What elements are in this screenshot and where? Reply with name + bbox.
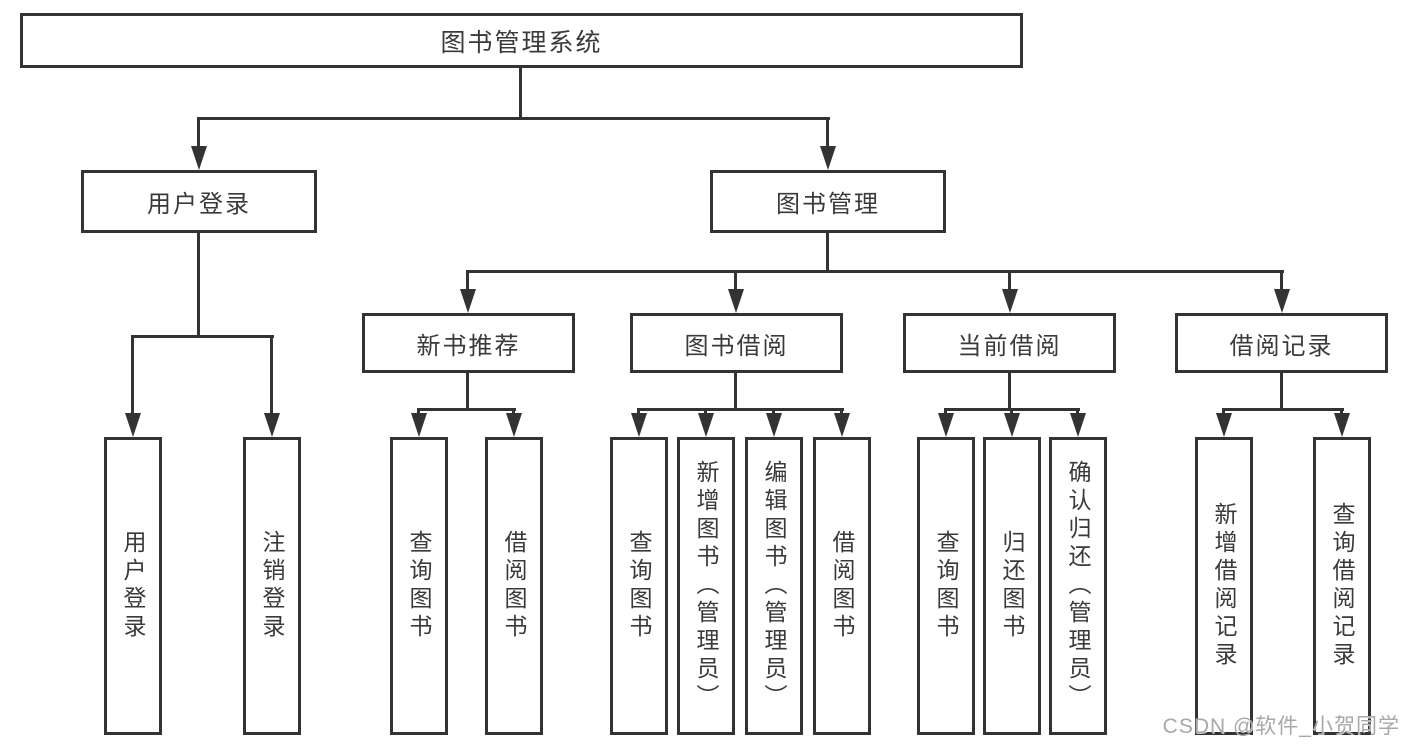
node-borrowing-records: 借阅记录: [1175, 313, 1388, 373]
arrow-down-icon: [411, 413, 427, 437]
connector-line: [270, 338, 273, 413]
connector-line: [734, 273, 737, 289]
node-new-book-recommendation: 新书推荐: [362, 313, 575, 373]
connector-line: [131, 335, 274, 338]
leaf-query-books-recommend: 查询图书: [390, 437, 448, 735]
leaf-add-book-admin: 新增图书（管理员）: [677, 437, 735, 735]
connector-line: [197, 120, 200, 148]
node-label: 确认归还（管理员）: [1065, 460, 1091, 712]
node-label: 图书管理: [776, 191, 880, 218]
node-label: 归还图书: [999, 530, 1025, 642]
arrow-down-icon: [1334, 413, 1350, 437]
connector-line: [519, 68, 522, 120]
node-label: 查询借阅记录: [1329, 502, 1355, 670]
arrow-down-icon: [191, 146, 207, 170]
node-label: 借阅图书: [501, 530, 527, 642]
arrow-down-icon: [766, 413, 782, 437]
connector-line: [466, 273, 469, 289]
arrow-down-icon: [264, 413, 280, 437]
connector-line: [637, 408, 844, 411]
node-library-management-system: 图书管理系统: [20, 13, 1023, 68]
connector-line: [197, 117, 830, 120]
connector-line: [1008, 373, 1011, 411]
node-label: 图书管理系统: [440, 28, 603, 57]
connector-line: [734, 373, 737, 411]
arrow-down-icon: [1274, 289, 1290, 313]
connector-line: [1280, 373, 1283, 411]
arrow-down-icon: [1002, 289, 1018, 313]
node-label: 新增借阅记录: [1211, 502, 1237, 670]
connector-line: [826, 233, 829, 273]
node-label: 编辑图书（管理员）: [761, 460, 787, 712]
leaf-query-borrow-record: 查询借阅记录: [1313, 437, 1371, 735]
arrow-down-icon: [1216, 413, 1232, 437]
node-label: 新增图书（管理员）: [693, 460, 719, 712]
node-label: 当前借阅: [957, 332, 1062, 360]
leaf-query-books-current: 查询图书: [917, 437, 975, 735]
connector-line: [1008, 273, 1011, 289]
connector-line: [417, 408, 516, 411]
node-label: 新书推荐: [416, 332, 521, 360]
node-label: 查询图书: [626, 530, 652, 642]
leaf-query-books-borrow: 查询图书: [610, 437, 668, 735]
csdn-watermark: CSDN @软件_小贺同学: [1162, 715, 1400, 738]
leaf-logout-login: 注销登录: [243, 437, 301, 735]
arrow-down-icon: [1070, 413, 1086, 437]
leaf-return-books: 归还图书: [983, 437, 1041, 735]
leaf-add-borrow-record: 新增借阅记录: [1195, 437, 1253, 735]
node-label: 用户登录: [147, 191, 251, 218]
connector-line: [197, 233, 200, 335]
arrow-down-icon: [698, 413, 714, 437]
arrow-down-icon: [938, 413, 954, 437]
leaf-confirm-return-admin: 确认归还（管理员）: [1049, 437, 1107, 735]
node-current-borrowing: 当前借阅: [903, 313, 1116, 373]
arrow-down-icon: [1004, 413, 1020, 437]
leaf-borrow-books-borrow: 借阅图书: [813, 437, 871, 735]
connector-line: [466, 270, 1284, 273]
connector-line: [944, 408, 1080, 411]
arrow-down-icon: [506, 413, 522, 437]
node-label: 图书借阅: [684, 332, 789, 360]
connector-line: [1280, 273, 1283, 289]
arrow-down-icon: [728, 289, 744, 313]
node-user-login: 用户登录: [81, 170, 317, 233]
connector-line: [131, 338, 134, 413]
leaf-user-login: 用户登录: [104, 437, 162, 735]
node-label: 用户登录: [120, 530, 146, 642]
leaf-borrow-books-recommend: 借阅图书: [485, 437, 543, 735]
connector-line: [1222, 408, 1344, 411]
arrow-down-icon: [460, 289, 476, 313]
leaf-edit-book-admin: 编辑图书（管理员）: [745, 437, 803, 735]
connector-line: [466, 373, 469, 411]
node-book-borrowing: 图书借阅: [630, 313, 843, 373]
arrow-down-icon: [834, 413, 850, 437]
node-label: 注销登录: [259, 530, 285, 642]
node-book-management: 图书管理: [710, 170, 946, 233]
node-label: 借阅图书: [829, 530, 855, 642]
node-label: 借阅记录: [1229, 332, 1334, 360]
connector-line: [826, 120, 829, 148]
arrow-down-icon: [820, 146, 836, 170]
node-label: 查询图书: [933, 530, 959, 642]
node-label: 查询图书: [406, 530, 432, 642]
arrow-down-icon: [125, 413, 141, 437]
arrow-down-icon: [631, 413, 647, 437]
